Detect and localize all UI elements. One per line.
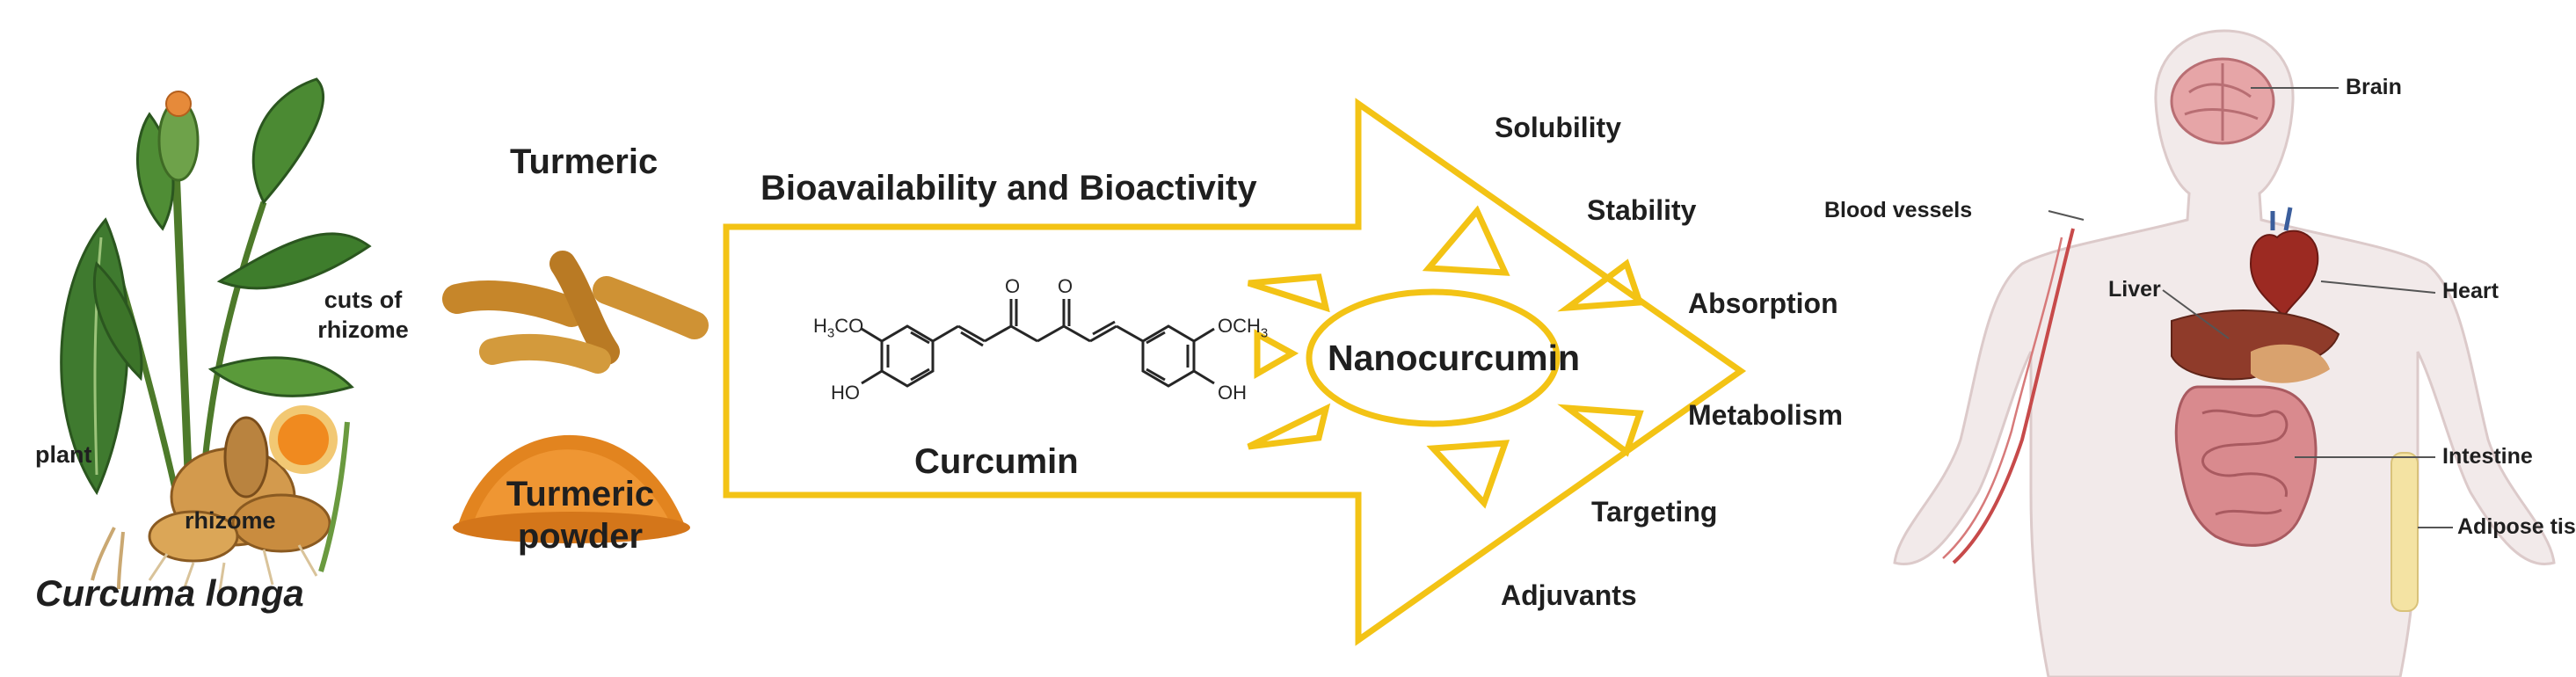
atom-h3co: H3CO — [813, 315, 864, 341]
label-turmeric-powder: Turmeric powder — [492, 473, 668, 557]
label-nanocurcumin: Nanocurcumin — [1328, 338, 1581, 378]
property-absorption: Absorption — [1688, 288, 1838, 319]
nanocurcumin-sunburst — [1247, 205, 1644, 509]
organ-intestine: Intestine — [2442, 444, 2533, 469]
property-metabolism: Metabolism — [1688, 399, 1844, 431]
label-curcumin: Curcumin — [914, 442, 1079, 481]
atom-ho-left: HO — [831, 382, 860, 404]
yellow-arrow-outline — [723, 98, 1747, 646]
curcuma-plant-illustration — [60, 77, 372, 592]
atom-oh-right: OH — [1218, 382, 1247, 404]
property-adjuvants: Adjuvants — [1501, 579, 1637, 611]
property-stability: Stability — [1587, 194, 1697, 226]
label-bioavailability: Bioavailability and Bioactivity — [760, 169, 1257, 207]
label-turmeric: Turmeric — [510, 142, 659, 181]
human-body-illustration — [1893, 29, 2556, 677]
label-cuts-of-rhizome: cuts of rhizome — [317, 287, 409, 343]
organ-liver: Liver — [2108, 277, 2161, 302]
property-solubility: Solubility — [1495, 112, 1621, 143]
organ-heart: Heart — [2442, 279, 2499, 303]
atom-o-left: O — [1005, 275, 1021, 297]
nanocurcumin-ellipse — [1306, 288, 1561, 427]
label-turmeric-powder-line1: Turmeric — [506, 475, 655, 513]
label-rhizome: rhizome — [185, 507, 276, 534]
property-targeting: Targeting — [1591, 496, 1718, 528]
organ-brain: Brain — [2346, 75, 2402, 99]
label-turmeric-powder-line2: powder — [517, 517, 644, 556]
atom-och3: OCH3 — [1218, 315, 1269, 341]
organ-adipose-tissue: Adipose tissue — [2457, 514, 2576, 539]
turmeric-roots-and-powder — [442, 251, 709, 543]
label-plant: plant — [35, 441, 92, 468]
organ-blood-vessels: Blood vessels — [1824, 198, 1973, 222]
atom-o-right: O — [1058, 275, 1073, 297]
label-curcuma-longa: Curcuma longa — [35, 572, 304, 614]
curcumin-structure — [861, 299, 1215, 388]
